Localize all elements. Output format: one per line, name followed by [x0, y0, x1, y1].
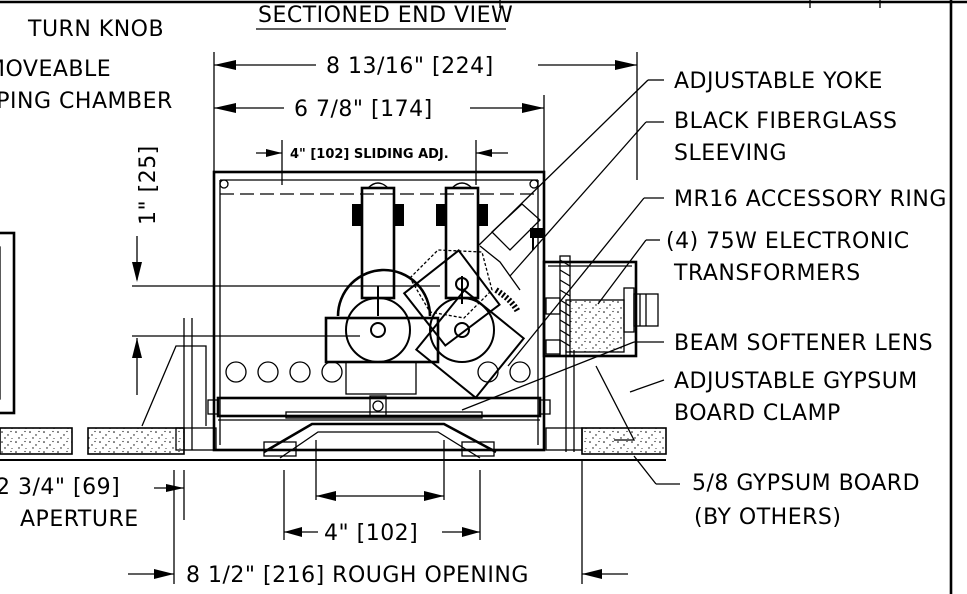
label-beam-softener: BEAM SOFTENER LENS	[674, 331, 933, 356]
label-mr16-ring: MR16 ACCESSORY RING	[674, 187, 947, 212]
label-aperture: APERTURE	[20, 507, 139, 532]
label-gypsum-clamp-2: BOARD CLAMP	[674, 401, 841, 426]
label-transformers-2: TRANSFORMERS	[673, 261, 861, 286]
dim-rough-opening: 8 1/2" [216] ROUGH OPENING	[128, 460, 628, 588]
gypsum-board	[0, 427, 667, 461]
transformer-box	[542, 255, 659, 358]
label-by-others: (BY OTHERS)	[694, 505, 841, 530]
label-adjustable-yoke: ADJUSTABLE YOKE	[674, 69, 883, 94]
dim-rough-opening-text: 8 1/2" [216] ROUGH OPENING	[186, 563, 529, 588]
label-gypsum-clamp: ADJUSTABLE GYPSUM	[674, 369, 918, 394]
view-title: SECTIONED END VIEW	[258, 3, 513, 28]
label-turn-knob: TURN KNOB	[27, 17, 164, 42]
label-transformers: (4) 75W ELECTRONIC	[666, 229, 910, 254]
vent-holes	[225, 361, 531, 383]
dim-overall-width: 8 13/16" [224]	[213, 52, 638, 180]
trim-ring	[263, 422, 497, 459]
label-black-fiberglass: BLACK FIBERGLASS	[674, 109, 898, 134]
dim-aperture: 2 3/4" [69] APERTURE	[0, 470, 185, 532]
label-gypsum-board: 5/8 GYPSUM BOARD	[692, 471, 920, 496]
dim-housing-width-text: 6 7/8" [174]	[294, 97, 433, 122]
dim-opening-4in: 4" [102]	[284, 521, 480, 546]
dim-overall-width-text: 8 13/16" [224]	[326, 54, 494, 79]
adjacent-fixture-left	[0, 231, 16, 415]
dim-vertical-adj: 1" [25]	[132, 145, 440, 395]
label-aperture-size: 2 3/4" [69]	[0, 475, 120, 500]
dim-opening-4in-text: 4" [102]	[324, 521, 418, 546]
dim-sliding-adj: 4" [102] SLIDING ADJ.	[256, 140, 508, 185]
label-moveable: MOVEABLE	[0, 57, 111, 82]
label-sleeving: SLEEVING	[674, 141, 787, 166]
lamping-chamber	[324, 203, 544, 400]
dim-housing-width: 6 7/8" [174]	[214, 95, 545, 172]
dim-vertical-adj-text: 1" [25]	[136, 145, 161, 225]
dim-opening-4in-upper	[283, 440, 481, 540]
gypsum-clamps	[141, 318, 636, 452]
leader-lines	[461, 79, 680, 485]
dim-sliding-adj-text: 4" [102] SLIDING ADJ.	[290, 147, 449, 162]
bottom-tray	[207, 395, 551, 421]
label-lamping-chamber: LAMPING CHAMBER	[0, 89, 173, 114]
